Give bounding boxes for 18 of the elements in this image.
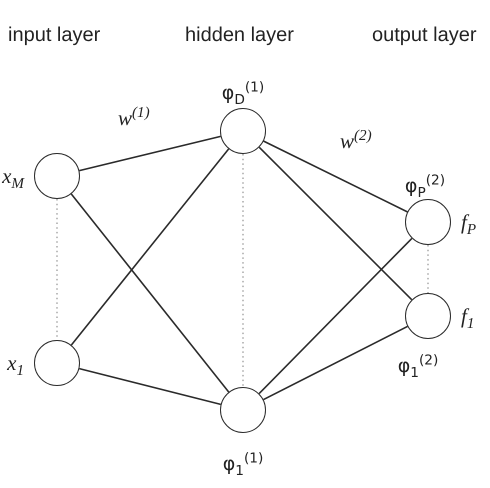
layer-label: hidden layer xyxy=(185,23,294,47)
connection-line xyxy=(70,194,230,392)
connection-line xyxy=(258,146,412,300)
dotted-line xyxy=(427,245,429,293)
variable-label: f$_{1}$ xyxy=(461,303,474,329)
connection-line xyxy=(70,148,230,346)
connection-line xyxy=(263,326,408,400)
variable-label: f$_{P}$ xyxy=(461,209,476,235)
variable-label: x$_{M}$ xyxy=(2,163,24,189)
variable-label: x$_{1}$ xyxy=(7,350,24,376)
dotted-line xyxy=(242,154,244,387)
connection-line xyxy=(79,136,221,172)
connection-line xyxy=(263,140,408,213)
connection-line xyxy=(258,238,412,394)
dotted-line xyxy=(56,199,58,340)
layer-label: input layer xyxy=(8,23,100,47)
connection-line xyxy=(79,368,221,406)
layer-label: output layer xyxy=(372,23,477,47)
